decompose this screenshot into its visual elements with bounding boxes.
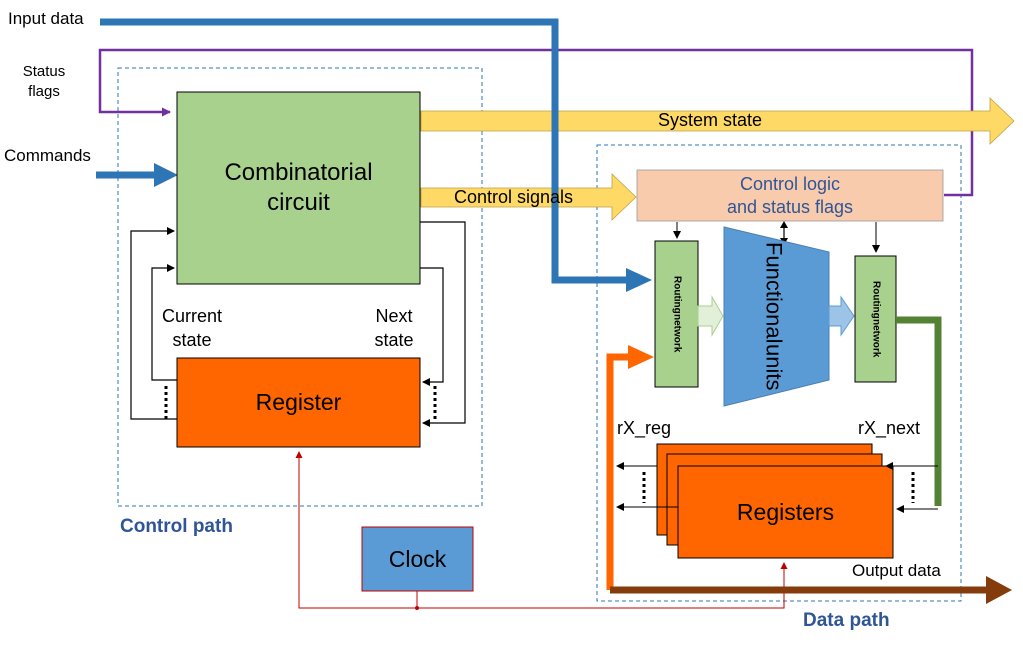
routing-network-right-text: Routing network: [855, 256, 896, 382]
current-state-label: Current state: [152, 304, 232, 352]
routing-right-line1: Routing: [870, 280, 882, 319]
bidir-top-head: [780, 221, 788, 228]
control-logic-block: [636, 169, 944, 222]
rx-reg-arrowhead: [628, 345, 654, 369]
status-flags-line2: flags: [28, 83, 60, 100]
control-signals-arrow: [420, 173, 637, 221]
next-state-inner: [420, 267, 444, 386]
registers-text: Registers: [736, 498, 835, 525]
register-text: Register: [255, 389, 342, 415]
combinatorial-circuit-text: Combinatorial circuit: [177, 92, 420, 284]
rx-reg-label: rX_reg: [617, 418, 672, 438]
functional-units-line1: Functional: [761, 242, 787, 344]
commands-arrowhead: [154, 163, 178, 187]
control-logic-text: Control logic and status flags: [637, 170, 943, 221]
routing-left-line1: Routing: [671, 275, 683, 314]
registers-front: [677, 465, 894, 559]
routing-right-line2: network: [870, 318, 882, 358]
current-state-feedback-outer: [130, 227, 177, 420]
input-data-arrowhead: [626, 268, 652, 292]
clock-line-left: [295, 451, 418, 609]
control-path-boundary: [117, 67, 483, 507]
next-state-line2: state: [374, 330, 414, 350]
clock-block: [361, 526, 474, 592]
control-path-title: Control path: [120, 516, 233, 537]
rx-next-label: rX_next: [858, 418, 921, 438]
control-logic-line2: and status flags: [726, 196, 854, 217]
status-flags-line1: Status: [22, 63, 66, 80]
func-to-routing-arrow: [828, 295, 855, 337]
current-state-line2: state: [172, 330, 212, 350]
input-data-label: Input data: [8, 9, 84, 28]
next-state-line1: Next: [375, 306, 413, 326]
system-state-label: System state: [657, 110, 763, 130]
register-block: [176, 357, 421, 448]
input-data-line: [100, 18, 628, 284]
functional-units-block: [723, 226, 830, 407]
data-path-title: Data path: [803, 610, 890, 631]
rx-next-line: [896, 316, 942, 506]
output-data-label: Output data: [852, 561, 941, 580]
clock-junction: [415, 606, 419, 610]
system-state-arrow: [420, 97, 1015, 145]
control-signals-label: Control signals: [454, 187, 574, 207]
output-data-arrowhead: [986, 576, 1012, 604]
clock-line-right: [417, 562, 788, 609]
combinatorial-line1: Combinatorial: [224, 159, 373, 186]
status-flags-label: Status flags: [18, 62, 70, 102]
combinatorial-line2: circuit: [267, 189, 330, 216]
combinatorial-circuit-block: [176, 91, 421, 285]
routing-network-left: [654, 240, 699, 388]
status-flags-line: [98, 48, 974, 197]
current-state-line1: Current: [161, 306, 223, 326]
next-state-outer: [420, 221, 466, 427]
functional-units-text: Functional units: [734, 242, 814, 390]
current-state-feedback-inner: [151, 264, 177, 381]
functional-units-line2: units: [761, 343, 787, 390]
routing-left-line2: network: [671, 313, 683, 353]
control-logic-line1: Control logic: [739, 173, 841, 194]
commands-label: Commands: [4, 146, 91, 165]
clock-text: Clock: [388, 545, 447, 572]
rx-reg-line: [606, 353, 630, 590]
routing-to-func-arrow: [697, 295, 724, 337]
data-path-boundary: [596, 144, 962, 602]
next-state-label: Next state: [358, 304, 430, 352]
routing-network-left-text: Routing network: [655, 241, 698, 387]
